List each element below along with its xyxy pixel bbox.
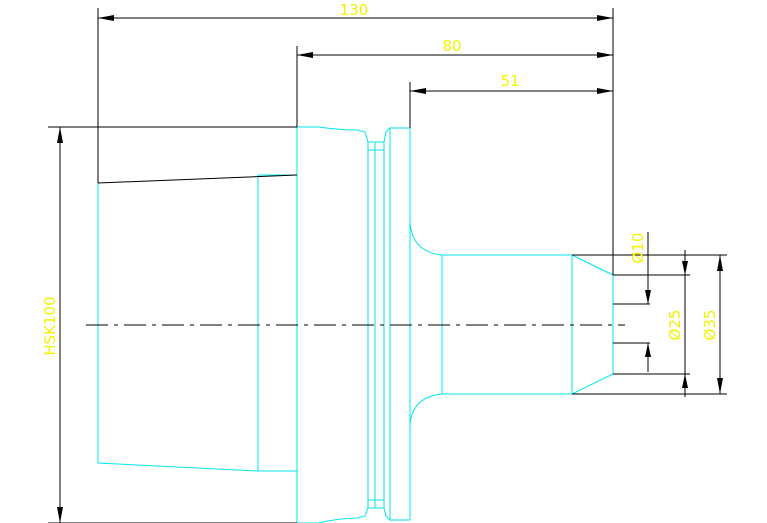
dim-dia-mid-label: Ø25: [666, 310, 684, 341]
dim-flange-to-end-label: 80: [442, 37, 461, 55]
dim-dia-outer-label: Ø35: [701, 310, 719, 341]
dim-taper-label: HSK100: [41, 296, 59, 355]
dim-overall-length-label: 130: [340, 1, 369, 19]
dim-flange-to-end: 80: [297, 37, 613, 58]
dim-dia-mid: Ø25: [666, 250, 688, 397]
dim-dia-inner-label: Ø10: [629, 233, 647, 264]
dim-shank-length-label: 51: [500, 72, 519, 90]
extension-lines: [48, 8, 727, 523]
dim-dia-inner: Ø10: [629, 232, 651, 372]
dim-overall-length: 130: [98, 1, 613, 21]
dim-dia-outer: Ø35: [701, 255, 723, 394]
dim-shank-length: 51: [410, 72, 613, 94]
dim-taper: HSK100: [41, 127, 63, 523]
